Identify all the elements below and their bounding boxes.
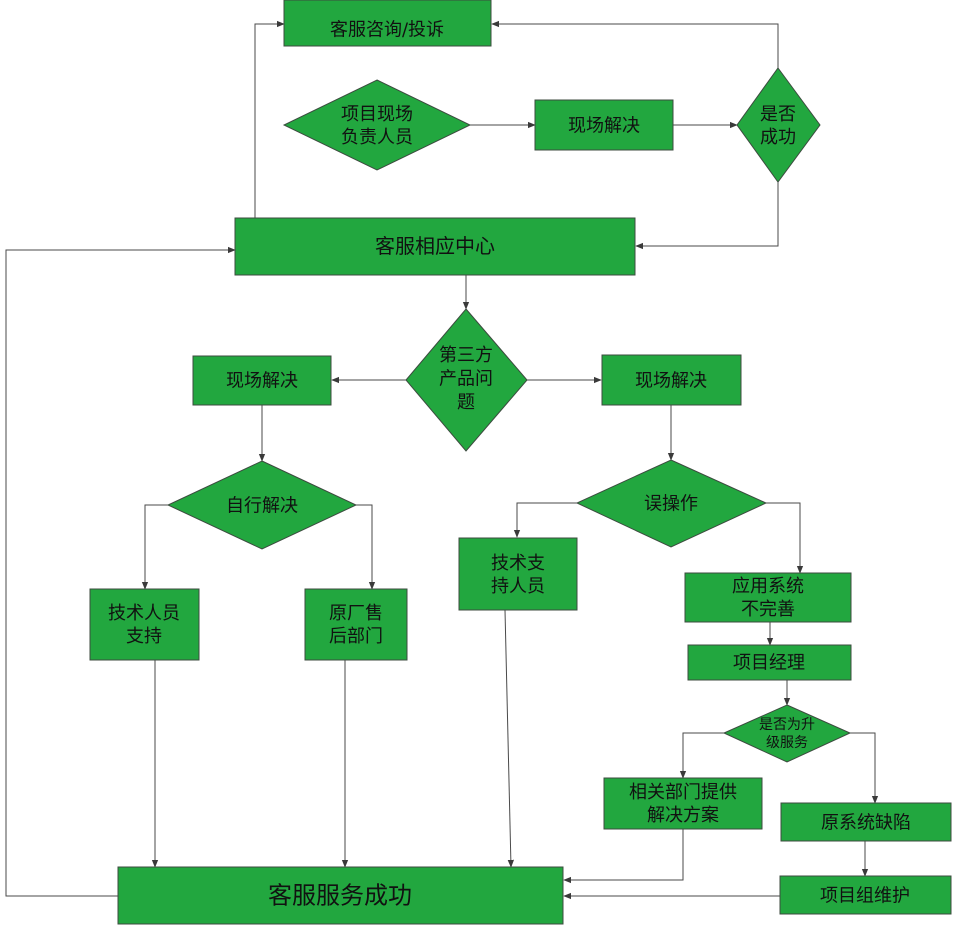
node-resolve-top-label: 现场解决 — [568, 116, 640, 137]
edge-center-to-consult — [254, 20, 285, 218]
node-vendor-after-sales-label: 原厂售后部门 — [329, 603, 383, 647]
node-dept-solution-label: 相关部门提供解决方案 — [629, 782, 737, 826]
edge-check-to-consult — [491, 20, 779, 68]
node-upgrade-service-label: 是否为升级服务 — [759, 717, 815, 751]
node-project-maintain: 项目组维护 — [779, 875, 952, 915]
node-app-incomplete: 应用系统不完善 — [684, 572, 852, 623]
node-response-center-label: 客服相应中心 — [375, 234, 495, 258]
edge-selfresolve-to-vendor — [356, 504, 376, 590]
node-project-manager: 项目经理 — [687, 644, 852, 681]
edge-success-to-center — [5, 246, 236, 897]
node-resolve-right: 现场解决 — [601, 354, 742, 406]
node-tech-support-right-label: 技术支持人员 — [491, 553, 545, 597]
node-vendor-after-sales: 原厂售后部门 — [304, 588, 408, 661]
node-resolve-left: 现场解决 — [192, 355, 332, 406]
node-resolve-left-label: 现场解决 — [226, 371, 298, 392]
node-onsite-owner: 项目现场负责人员 — [282, 79, 472, 171]
node-self-resolve-label: 自行解决 — [226, 496, 298, 517]
node-tech-support-left: 技术人员支持 — [89, 588, 200, 661]
node-resolve-right-label: 现场解决 — [635, 371, 707, 392]
node-service-success-label: 客服服务成功 — [268, 882, 412, 910]
node-consult: 客服咨询/投诉 — [283, 0, 492, 47]
node-dept-solution: 相关部门提供解决方案 — [603, 777, 763, 830]
node-tech-support-right: 技术支持人员 — [458, 537, 578, 611]
edge-upgrade-to-dept — [679, 732, 724, 779]
node-upgrade-service: 是否为升级服务 — [722, 704, 852, 763]
node-project-maintain-label: 项目组维护 — [820, 886, 910, 907]
edge-misop-to-techright — [513, 502, 577, 538]
node-misoperation: 误操作 — [575, 459, 768, 548]
node-app-incomplete-label: 应用系统不完善 — [732, 576, 804, 620]
node-misoperation-label: 误操作 — [644, 494, 698, 515]
connector-lines — [5, 20, 879, 900]
node-third-party: 第三方产品问题 — [405, 308, 528, 452]
node-tech-support-left-label: 技术人员支持 — [108, 603, 180, 647]
edge-misop-to-app — [766, 502, 804, 574]
edge-techright-to-success — [504, 609, 515, 868]
edge-dept-to-success — [563, 829, 684, 884]
node-self-resolve: 自行解决 — [166, 460, 358, 550]
node-response-center: 客服相应中心 — [234, 217, 636, 276]
edge-upgrade-to-defect — [850, 732, 879, 804]
node-success-check-label: 是否成功 — [760, 104, 796, 148]
node-success-check: 是否成功 — [736, 67, 821, 183]
node-service-success: 客服服务成功 — [117, 866, 564, 925]
node-system-defect-label: 原系统缺陷 — [821, 813, 911, 834]
node-project-manager-label: 项目经理 — [733, 653, 805, 674]
edge-check-to-center — [635, 182, 779, 250]
node-resolve-top: 现场解决 — [534, 99, 674, 151]
node-third-party-label: 第三方产品问题 — [439, 345, 493, 413]
node-system-defect: 原系统缺陷 — [780, 802, 952, 842]
node-onsite-owner-label: 项目现场负责人员 — [341, 104, 413, 148]
edge-selfresolve-to-tech — [141, 504, 168, 590]
node-consult-label: 客服咨询/投诉 — [330, 19, 444, 40]
